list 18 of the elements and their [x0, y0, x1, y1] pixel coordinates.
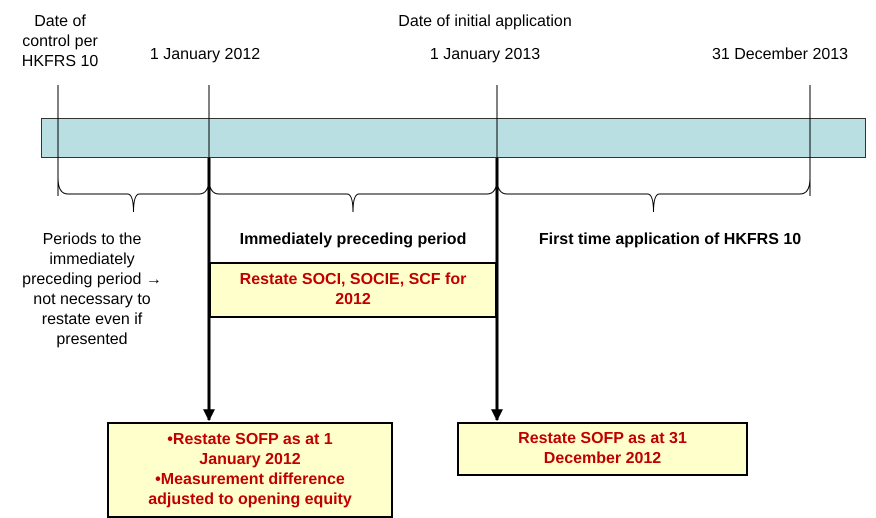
- note-text: Restate SOCI, SOCIE, SCF for 2012: [238, 270, 468, 310]
- arrow: [491, 158, 503, 422]
- timeline-label: 1 January 2012: [148, 45, 262, 65]
- timeline-label: Date of control per HKFRS 10: [20, 12, 100, 72]
- timeline-label: Periods to the immediately preceding period → not necessary to restate even if presented: [21, 230, 163, 350]
- note-text: •Measurement difference adjusted to opening equity: [147, 470, 353, 510]
- note-box: [457, 422, 748, 476]
- timeline-label: 31 December 2013: [710, 45, 850, 65]
- note-box: [209, 262, 497, 318]
- timeline-label: Immediately preceding period: [238, 230, 468, 250]
- note-text: •Restate SOFP as at 1 January 2012: [166, 430, 334, 470]
- timeline-label: Date of initial application: [397, 12, 573, 32]
- arrow: [203, 158, 215, 422]
- timeline-bar: [41, 118, 866, 158]
- note-text: Restate SOFP as at 31 December 2012: [517, 429, 688, 469]
- note-box: [107, 422, 393, 518]
- timeline-label: First time application of HKFRS 10: [538, 230, 802, 250]
- timeline-label: 1 January 2013: [428, 45, 542, 65]
